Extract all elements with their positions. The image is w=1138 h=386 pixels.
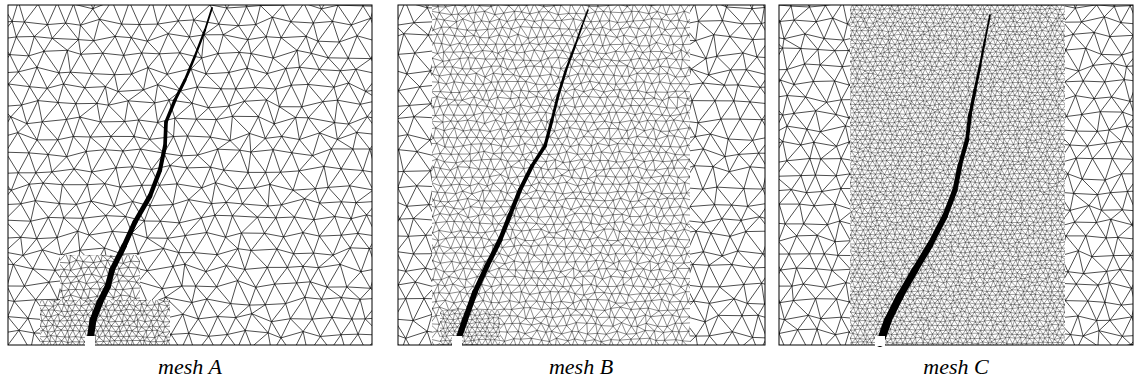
- mesh-region: [440, 310, 500, 345]
- mesh-lines: [432, 5, 690, 345]
- panel-border: [779, 5, 1133, 345]
- crack-path: [532, 146, 545, 166]
- notch: [452, 336, 462, 346]
- crack-path: [150, 170, 160, 196]
- mesh-ground: [432, 5, 690, 345]
- crack-path: [195, 30, 205, 56]
- crack-path: [165, 122, 166, 146]
- mesh-region: [40, 300, 170, 345]
- crack-path: [575, 26, 582, 46]
- crack-path: [945, 190, 955, 216]
- crack-path: [930, 216, 945, 245]
- crack-path: [967, 115, 970, 140]
- crack-path: [465, 292, 475, 320]
- mesh-lines: [40, 300, 170, 345]
- crack-path: [552, 96, 558, 120]
- crack-path: [500, 215, 510, 240]
- mesh-region: [8, 5, 372, 345]
- mesh-lines: [8, 5, 372, 345]
- panel-caption: mesh B: [549, 356, 613, 378]
- panel-caption: mesh A: [158, 356, 222, 378]
- crack-path: [558, 70, 566, 96]
- crack-path: [900, 270, 915, 296]
- crack-path: [520, 166, 532, 190]
- crack-path: [135, 196, 150, 222]
- crack-path: [970, 90, 975, 115]
- panel-caption: mesh C: [923, 356, 988, 378]
- panel-border: [8, 5, 372, 345]
- crack-path: [112, 246, 124, 270]
- mesh-region: [398, 5, 765, 345]
- mesh-region: [432, 5, 690, 345]
- notch: [85, 336, 95, 346]
- crack-path: [955, 165, 960, 190]
- mesh-region: [779, 5, 1133, 345]
- crack-path: [582, 10, 588, 26]
- crack-path: [545, 120, 552, 146]
- crack-path: [510, 190, 520, 215]
- crack-path: [888, 296, 900, 320]
- crack-path: [175, 80, 185, 100]
- crack-path: [960, 140, 967, 165]
- crack-path: [124, 222, 135, 246]
- mesh-lines: [779, 5, 1133, 345]
- crack-path: [566, 46, 575, 70]
- mesh-lines: [440, 310, 500, 345]
- mesh-lines: [850, 5, 1065, 345]
- crack-path: [166, 100, 175, 122]
- crack-path: [985, 15, 990, 40]
- crack-path: [980, 40, 985, 66]
- mesh-region: [850, 5, 1065, 345]
- crack-path: [185, 56, 195, 80]
- mesh-lines: [398, 5, 765, 345]
- crack-path: [975, 66, 980, 90]
- crack-path: [487, 240, 500, 266]
- crack-path: [475, 266, 487, 292]
- crack-path: [205, 8, 212, 30]
- crack-path: [915, 245, 930, 270]
- crack-path: [160, 146, 165, 170]
- notch: [875, 336, 885, 346]
- panel-border: [398, 5, 765, 345]
